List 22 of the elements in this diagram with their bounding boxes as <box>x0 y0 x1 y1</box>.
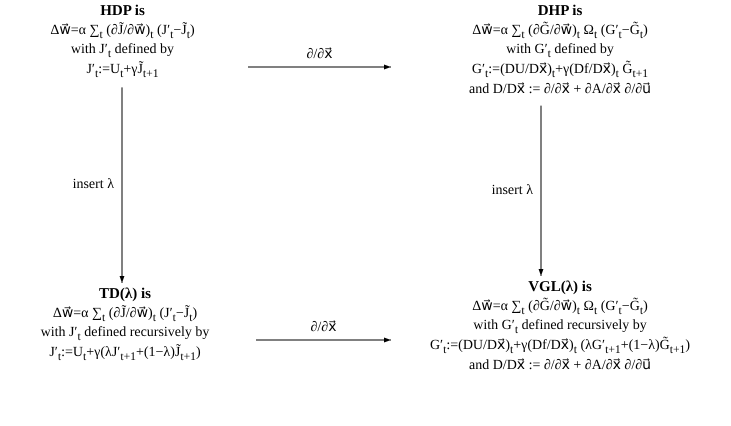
formula-text: with J′$_{t}$ defined recursively by <box>40 324 210 344</box>
formula-text: G′$_{t}$:=(DU/Dx⃗)$_{t}$+γ(Df/Dx⃗)$_{t}$ G̃$_{t+1}$ <box>472 61 648 82</box>
arrow <box>248 64 392 70</box>
arrow <box>120 86 124 284</box>
formula-text: with G′$_{t}$ defined by <box>506 41 614 62</box>
formula-text: Δw⃗=α ∑$_{t}$ (∂J̃/∂w⃗)$_{t}$ (J′$_{t}$−J̃$_{t}$) <box>52 304 198 324</box>
arrow <box>256 338 392 342</box>
node-heading: TD(λ) is <box>99 285 151 304</box>
formula-text: with G′$_{t}$ defined recursively by <box>473 317 647 336</box>
formula-text: G′$_{t}$:=(DU/Dx⃗)$_{t}$+γ(Df/Dx⃗)$_{t}$ (λG′$_{t+1}$+(1−λ)G̃$_{t+1}$) <box>430 337 690 358</box>
formula-text: Δw⃗=α ∑$_{t}$ (∂J̃/∂w⃗)$_{t}$ (J′$_{t}$−J̃$_{t}$) <box>50 22 195 42</box>
formula-text: J′$_{t}$:=U$_{t}$+γJ̃$_{t+1}$ <box>86 61 159 82</box>
formula-text: Δw⃗=α ∑$_{t}$ (∂G̃/∂w⃗)$_{t}$ Ω$_{t}$ (G′$_{t}$−G̃$_{t}$) <box>472 298 648 318</box>
node-heading: DHP is <box>538 2 582 21</box>
formula-text: Δw⃗=α ∑$_{t}$ (∂G̃/∂w⃗)$_{t}$ Ω$_{t}$ (G′$_{t}$−G̃$_{t}$) <box>472 22 648 42</box>
formula-text: and D/Dx⃗ := ∂/∂x⃗ + ∂A/∂x⃗ ∂/∂u⃗ <box>468 81 652 100</box>
arrow <box>538 105 544 276</box>
formula-text: J′$_{t}$:=U$_{t}$+γ(λJ′$_{t+1}$+(1−λ)J̃$_{t+1}$) <box>49 344 201 364</box>
formula-text: and D/Dx⃗ := ∂/∂x⃗ + ∂A/∂x⃗ ∂/∂u⃗ <box>468 357 652 376</box>
node-heading: HDP is <box>100 2 145 21</box>
node-heading: VGL(λ) is <box>528 278 592 297</box>
formula-text: with J′$_{t}$ defined by <box>70 41 174 61</box>
